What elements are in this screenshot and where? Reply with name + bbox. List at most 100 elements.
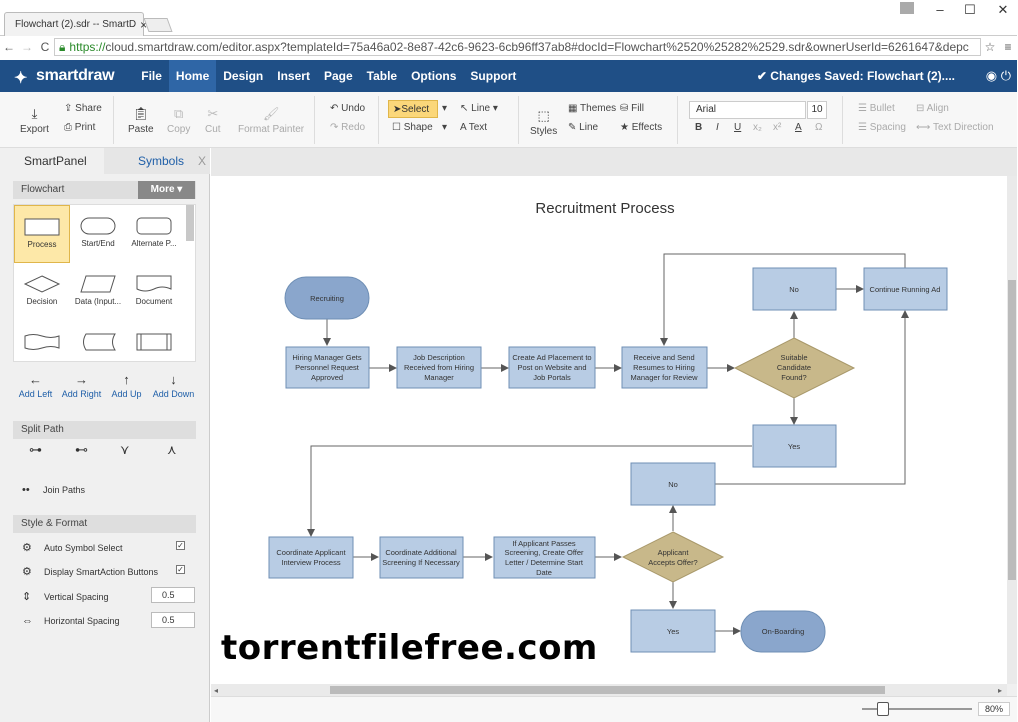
- print-button[interactable]: ⎙ Print: [64, 122, 95, 133]
- export-button[interactable]: ⤓Export: [20, 106, 49, 135]
- zoom-slider[interactable]: [862, 708, 972, 710]
- node-create-offer[interactable]: [493, 536, 596, 579]
- chrome-menu-icon[interactable]: ≡: [1004, 40, 1012, 54]
- reload-icon[interactable]: C: [40, 40, 50, 54]
- split-right-icon[interactable]: ⊶: [29, 442, 42, 457]
- line-style-button[interactable]: ✎ Line: [568, 122, 598, 133]
- themes-button[interactable]: ▦ Themes: [568, 103, 616, 114]
- browser-tab[interactable]: Flowchart (2).sdr -- SmartD ×: [4, 12, 148, 36]
- shape-decision[interactable]: Decision: [14, 263, 70, 321]
- select-dropdown-icon[interactable]: ▾: [442, 103, 448, 114]
- node-yes-2[interactable]: [630, 609, 716, 653]
- menu-design[interactable]: Design: [223, 69, 264, 83]
- vertical-scroll-thumb[interactable]: [1008, 280, 1016, 580]
- node-continue-running-ad[interactable]: [863, 267, 948, 311]
- join-paths-button[interactable]: ••Join Paths: [22, 484, 85, 496]
- align-button[interactable]: ⊟ Align: [916, 103, 949, 114]
- node-job-description[interactable]: [396, 346, 482, 389]
- effects-button[interactable]: ★ Effects: [620, 122, 662, 133]
- format-painter-button[interactable]: 🖌︎Format Painter: [238, 106, 304, 135]
- window-close-button[interactable]: ✕: [997, 2, 1009, 17]
- url-field[interactable]: 🔒︎ https://cloud.smartdraw.com/editor.as…: [54, 38, 981, 56]
- minimize-button[interactable]: –: [936, 2, 944, 17]
- menu-options[interactable]: Options: [411, 69, 457, 83]
- split-down-icon[interactable]: ⋎: [120, 442, 130, 457]
- bold-button[interactable]: B: [695, 122, 703, 133]
- shape-start-end[interactable]: Start/End: [70, 205, 126, 263]
- shape-process[interactable]: Process: [14, 205, 70, 263]
- vertical-spacing-input[interactable]: 0.5: [151, 587, 195, 603]
- tab-symbols[interactable]: Symbols: [138, 154, 185, 168]
- panel-close-button[interactable]: X: [198, 154, 207, 168]
- menu-home[interactable]: Home: [168, 60, 217, 92]
- copy-button[interactable]: ⧉Copy: [167, 106, 190, 135]
- menu-file[interactable]: File: [141, 69, 162, 83]
- node-suitable-candidate[interactable]: [733, 337, 856, 399]
- redo-button[interactable]: ↷ Redo: [330, 122, 365, 133]
- tab-close-icon[interactable]: ×: [140, 17, 148, 32]
- shape-dropdown-icon[interactable]: ▾: [442, 122, 448, 133]
- scroll-left-icon[interactable]: ◂: [214, 686, 219, 695]
- node-coordinate-screening[interactable]: [379, 536, 464, 579]
- drawing-page[interactable]: [211, 176, 1007, 684]
- node-receive-resumes[interactable]: [621, 346, 708, 389]
- horizontal-scroll-thumb[interactable]: [330, 686, 885, 694]
- cut-button[interactable]: ✂Cut: [205, 106, 221, 135]
- shape-document[interactable]: Document: [126, 263, 182, 321]
- spacing-button[interactable]: ☰ Spacing: [858, 122, 906, 133]
- node-on-boarding[interactable]: [740, 610, 826, 653]
- font-color-button[interactable]: A: [795, 122, 802, 133]
- add-down-button[interactable]: ↓Add Down: [151, 372, 196, 399]
- menu-page[interactable]: Page: [323, 69, 353, 83]
- menu-insert[interactable]: Insert: [277, 69, 310, 83]
- user-profile-icon[interactable]: [900, 2, 914, 14]
- scroll-right-icon[interactable]: ▸: [998, 686, 1003, 695]
- shape-predefined-process[interactable]: [126, 321, 182, 361]
- font-family-select[interactable]: Arial: [689, 101, 806, 119]
- node-accepts-offer[interactable]: [621, 531, 725, 583]
- select-tool-button[interactable]: ➤ Select: [388, 100, 438, 118]
- line-tool-button[interactable]: ↖ Line ▾: [460, 103, 498, 114]
- shape-tool-button[interactable]: ☐ Shape: [392, 122, 433, 133]
- forward-icon[interactable]: →: [21, 40, 33, 54]
- more-shapes-button[interactable]: More ▾: [138, 181, 195, 199]
- zoom-slider-thumb[interactable]: [877, 702, 889, 716]
- node-no-2[interactable]: [630, 462, 716, 506]
- node-hiring-manager[interactable]: [285, 346, 370, 389]
- superscript-button[interactable]: x²: [773, 122, 782, 133]
- shape-alternate-process[interactable]: Alternate P...: [126, 205, 182, 263]
- add-right-button[interactable]: →Add Right: [59, 372, 104, 399]
- subscript-button[interactable]: x₂: [753, 122, 762, 133]
- back-icon[interactable]: ←: [3, 40, 15, 54]
- paste-button[interactable]: 📋︎Paste: [128, 106, 154, 135]
- share-button[interactable]: ⇪ Share: [64, 103, 102, 114]
- split-left-icon[interactable]: ⊷: [75, 442, 88, 457]
- shape-data[interactable]: Data (Input...: [70, 263, 126, 321]
- tab-smartpanel[interactable]: SmartPanel: [0, 148, 104, 174]
- menu-support[interactable]: Support: [470, 69, 517, 83]
- add-left-button[interactable]: ←Add Left: [13, 372, 58, 399]
- maximize-button[interactable]: ☐: [964, 2, 976, 17]
- bullet-button[interactable]: ☰ Bullet: [858, 103, 895, 114]
- node-recruiting[interactable]: [284, 276, 370, 320]
- fill-button[interactable]: ⛁ Fill: [620, 103, 644, 114]
- node-coordinate-interview[interactable]: [268, 536, 354, 579]
- italic-button[interactable]: I: [716, 122, 719, 133]
- help-icon[interactable]: ◉ ⏻: [985, 68, 1011, 83]
- font-size-select[interactable]: 10: [807, 101, 827, 119]
- shape-stored-data[interactable]: [70, 321, 126, 361]
- menu-table[interactable]: Table: [366, 69, 398, 83]
- symbol-button[interactable]: Ω: [815, 122, 823, 133]
- shape-punched-tape[interactable]: [14, 321, 70, 361]
- add-up-button[interactable]: ↑Add Up: [104, 372, 149, 399]
- zoom-level[interactable]: 80%: [978, 702, 1010, 716]
- split-up-icon[interactable]: ⋏: [167, 442, 177, 457]
- styles-button[interactable]: ⬚Styles: [530, 108, 557, 137]
- node-yes-1[interactable]: [752, 424, 837, 468]
- node-create-ad[interactable]: [508, 346, 596, 389]
- text-tool-button[interactable]: A Text: [460, 122, 487, 133]
- shape-library-scrollbar[interactable]: [186, 205, 194, 241]
- horizontal-spacing-input[interactable]: 0.5: [151, 612, 195, 628]
- smartaction-checkbox[interactable]: ✓: [176, 565, 185, 574]
- text-direction-button[interactable]: ⟷ Text Direction: [916, 122, 994, 133]
